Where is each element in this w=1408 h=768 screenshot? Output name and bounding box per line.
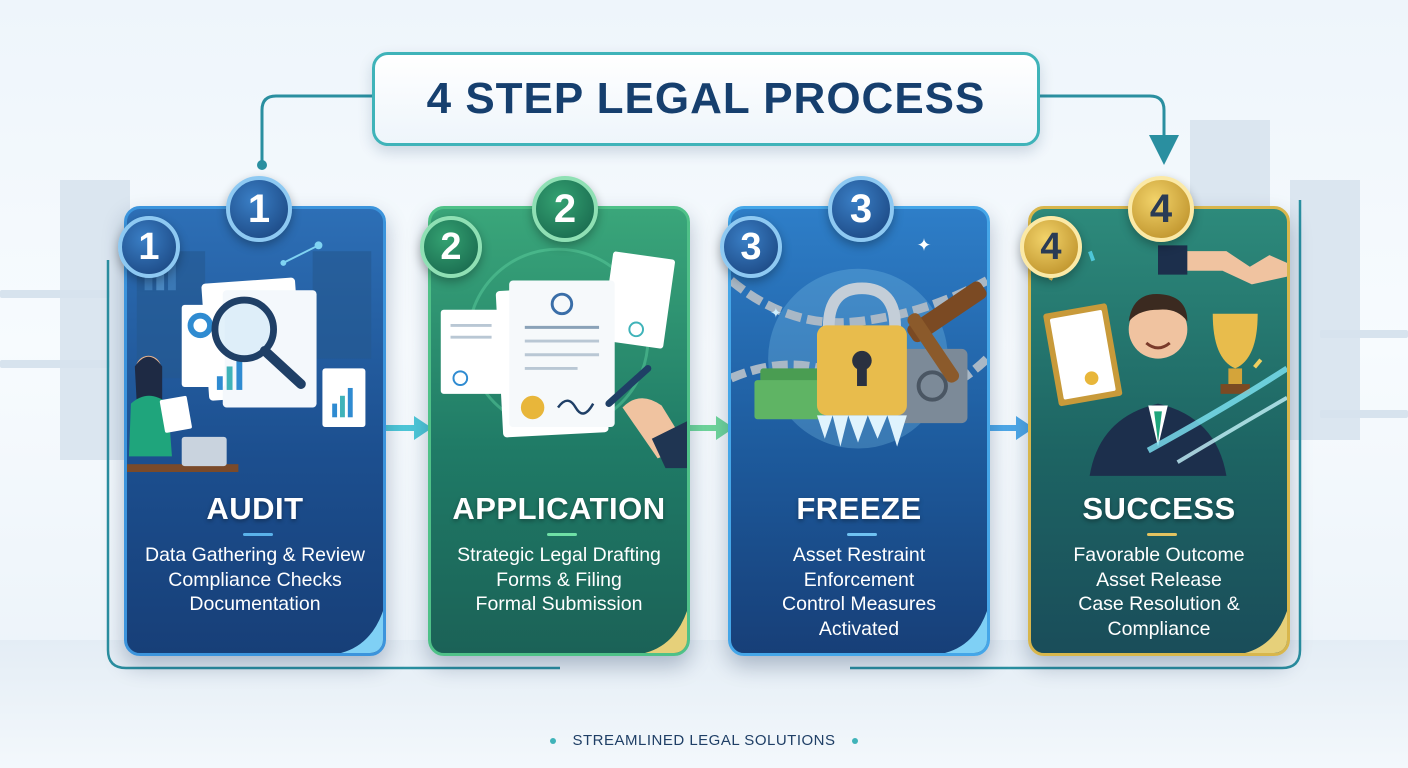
step-line: Compliance [1107, 617, 1211, 640]
step-line: Enforcement [803, 568, 915, 591]
background-shelf [0, 290, 110, 298]
heading-underline [547, 533, 577, 536]
connector-bottom-left [106, 260, 560, 670]
footer-tagline: STREAMLINED LEGAL SOLUTIONS [0, 732, 1408, 749]
step-number-badge: 1 [118, 216, 180, 278]
arrow-step3-to-step4 [990, 416, 1034, 440]
step-line: Activated [818, 617, 900, 640]
step-card-application: APPLICATION Strategic Legal Drafting For… [428, 206, 690, 656]
step-line: Compliance Checks [168, 568, 342, 591]
heading-underline [243, 533, 273, 536]
step-number-badge: 3 [720, 216, 782, 278]
connector-title-left [260, 94, 372, 165]
step-number-badge: 4 [1020, 216, 1082, 278]
step-line: Asset Restraint [792, 544, 926, 566]
step-heading: AUDIT [206, 491, 304, 526]
heading-underline [847, 533, 877, 536]
step-number-badge: 1 [226, 176, 292, 242]
step-line: Forms & Filing [496, 568, 622, 591]
page-title: 4 STEP LEGAL PROCESS [426, 74, 986, 123]
heading-underline [1147, 533, 1177, 536]
step-card-success: SUCCESS Favorable Outcome Asset Release … [1028, 206, 1290, 656]
signing-document-icon [440, 247, 687, 469]
step-line: Documentation [189, 593, 321, 615]
step-heading: FREEZE [796, 491, 922, 526]
background-shelf [0, 360, 110, 368]
step-number-badge: 4 [1128, 176, 1194, 242]
arrow-step1-to-step2 [386, 416, 432, 440]
step-number-badge: 2 [420, 216, 482, 278]
page-curl-icon [945, 611, 987, 653]
background-building [60, 180, 130, 460]
step-line: Control Measures [782, 593, 936, 615]
step-heading: SUCCESS [1082, 491, 1236, 526]
step-line: Case Resolution & [1078, 593, 1240, 615]
step-description: Asset Restraint Enforcement Control Meas… [731, 543, 987, 641]
step-line: Strategic Legal Drafting [457, 544, 661, 566]
step-line: Data Gathering & Review [144, 544, 366, 566]
background-building [1290, 180, 1360, 440]
background-shelf [1320, 330, 1408, 338]
floor [0, 640, 1408, 768]
connector-bottom-right [850, 200, 1302, 670]
page-curl-icon [1245, 611, 1287, 653]
title-banner: 4 STEP LEGAL PROCESS [372, 52, 1040, 146]
step-card-audit: AUDIT Data Gathering & Review Compliance… [124, 206, 386, 656]
step-heading: APPLICATION [452, 491, 666, 526]
step-description: Data Gathering & Review Compliance Check… [127, 543, 383, 617]
step-number-badge: 2 [532, 176, 598, 242]
frozen-padlock-icon: ✦ ✦ [731, 236, 987, 449]
footer-text: STREAMLINED LEGAL SOLUTIONS [572, 732, 836, 749]
arrow-step2-to-step3 [690, 416, 734, 440]
step-number-badge: 3 [828, 176, 894, 242]
step-line: Formal Submission [475, 593, 643, 615]
page-curl-icon [341, 611, 383, 653]
step-line: Asset Release [1096, 568, 1222, 591]
magnifier-documents-icon [127, 241, 372, 472]
step-line: Favorable Outcome [1073, 544, 1245, 566]
page-curl-icon [645, 611, 687, 653]
trophy-handshake-icon [1043, 245, 1287, 476]
footer-dot [549, 738, 556, 745]
svg-text:✦: ✦ [770, 306, 781, 322]
svg-text:✦: ✦ [917, 236, 932, 256]
footer-dot [852, 738, 859, 745]
step-description: Favorable Outcome Asset Release Case Res… [1031, 543, 1287, 641]
background-shelf [1320, 410, 1408, 418]
step-card-freeze: ✦ ✦ FREEZE Asset Restraint Enforcement C… [728, 206, 990, 656]
step-description: Strategic Legal Drafting Forms & Filing … [431, 543, 687, 617]
connector-title-right [1034, 94, 1179, 165]
